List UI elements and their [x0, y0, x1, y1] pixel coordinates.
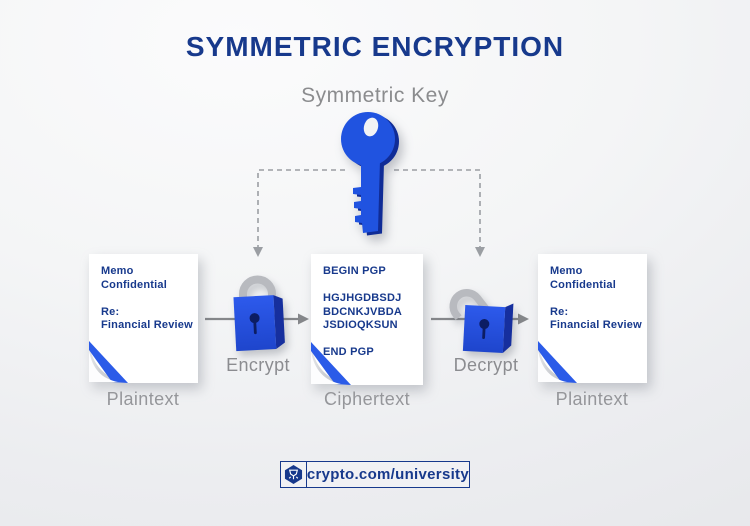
paper-with-curl-icon: [89, 254, 198, 383]
footer-badge[interactable]: crypto.com/university: [280, 461, 470, 488]
paper-with-curl-icon: [311, 254, 423, 385]
closed-padlock-icon: [233, 275, 285, 352]
footer-url-label: crypto.com/university: [306, 466, 469, 483]
ciphertext-content: BEGIN PGP HGJHGDBSDJ BDCNKJVBDA JSDIOQKS…: [323, 265, 403, 358]
symmetric-key-label: Symmetric Key: [301, 84, 449, 107]
plaintext-document-right: Memo Confidential Re: Financial Review: [537, 253, 648, 384]
key-icon: [341, 112, 399, 236]
open-padlock-icon: [449, 289, 514, 354]
ciphertext-caption: Ciphertext: [323, 389, 411, 409]
plaintext-content: Memo Confidential Re: Financial Review: [101, 265, 193, 331]
plaintext-document-left: Memo Confidential Re: Financial Review: [88, 253, 199, 384]
decrypt-label: Decrypt: [453, 355, 519, 375]
plaintext-caption-left: Plaintext: [106, 389, 180, 409]
encrypt-label: Encrypt: [226, 355, 290, 375]
page-title: SYMMETRIC ENCRYPTION: [185, 31, 565, 62]
ciphertext-document: BEGIN PGP HGJHGDBSDJ BDCNKJVBDA JSDIOQKS…: [310, 253, 424, 386]
paper-with-curl-icon: [538, 254, 647, 383]
crypto-com-logo-icon: [281, 462, 307, 487]
plaintext-caption-right: Plaintext: [555, 389, 629, 409]
plaintext-content: Memo Confidential Re: Financial Review: [550, 265, 642, 331]
